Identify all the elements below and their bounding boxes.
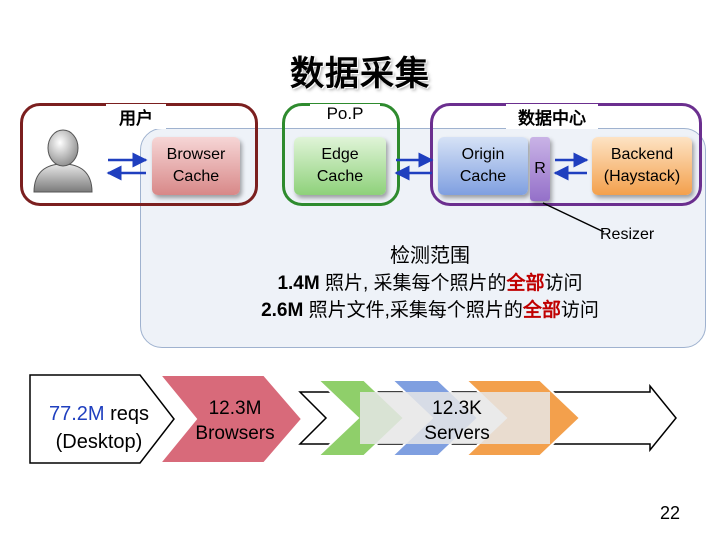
scope-line1-tail: 访问 — [544, 273, 583, 294]
user-group-label: 用户 — [106, 104, 166, 129]
browsers-value: 12.3M — [208, 398, 262, 419]
user-avatar-icon — [33, 129, 93, 193]
browser-cache-line2: Cache — [172, 168, 220, 185]
edge-cache-node: Edge Cache — [294, 137, 386, 195]
scope-line1-highlight: 全部 — [506, 273, 545, 294]
servers-stat: 12.3K Servers — [410, 396, 504, 446]
desktop-pentagon — [29, 374, 175, 464]
origin-cache-line2: Cache — [459, 168, 507, 185]
browser-cache-node: Browser Cache — [152, 137, 240, 195]
desktop-requests-sub: (Desktop) — [55, 431, 143, 453]
resizer-node: R — [530, 137, 550, 201]
edge-cache-line1: Edge — [321, 146, 359, 163]
resizer-label: Resizer — [600, 226, 655, 243]
scope-line2-value: 2.6M — [261, 300, 304, 321]
backend-line2: (Haystack) — [603, 168, 681, 185]
scope-line1-text: 照片, 采集每个照片的 — [319, 273, 507, 294]
scope-description: 检测范围 1.4M 照片, 采集每个照片的全部访问 2.6M 照片文件,采集每个… — [150, 243, 710, 324]
servers-value: 12.3K — [432, 398, 482, 419]
scope-line2-tail: 访问 — [560, 300, 599, 321]
backend-line1: Backend — [610, 146, 674, 163]
scope-line2: 2.6M 照片文件,采集每个照片的全部访问 — [150, 297, 710, 324]
desktop-requests-unit: reqs — [104, 403, 150, 425]
browsers-sub: Browsers — [195, 423, 275, 444]
resizer-node-label: R — [534, 160, 546, 177]
datacenter-group-label: 数据中心 — [506, 104, 598, 129]
page-number: 22 — [659, 503, 680, 523]
servers-sub: Servers — [424, 423, 490, 444]
browser-cache-line1: Browser — [166, 146, 226, 163]
origin-cache-line1: Origin — [461, 146, 505, 163]
flow-overlay-band — [360, 392, 550, 444]
browsers-stat: 12.3M Browsers — [180, 396, 290, 446]
pop-group-label: Po.P — [310, 104, 380, 124]
scope-line1: 1.4M 照片, 采集每个照片的全部访问 — [150, 270, 710, 297]
resizer-pointer-line — [542, 202, 605, 233]
edge-cache-line2: Cache — [316, 168, 364, 185]
desktop-requests-value: 77.2M — [48, 403, 105, 425]
slide-title: 数据采集 — [290, 55, 430, 93]
scope-line2-text: 照片文件,采集每个照片的 — [303, 300, 523, 321]
scope-line2-highlight: 全部 — [522, 300, 561, 321]
scope-line1-value: 1.4M — [277, 273, 320, 294]
desktop-requests-stat: 77.2M reqs (Desktop) — [34, 400, 164, 456]
backend-node: Backend (Haystack) — [592, 137, 692, 195]
scope-heading: 检测范围 — [390, 245, 470, 267]
origin-cache-node: Origin Cache — [438, 137, 528, 195]
browsers-chevron — [157, 374, 304, 464]
